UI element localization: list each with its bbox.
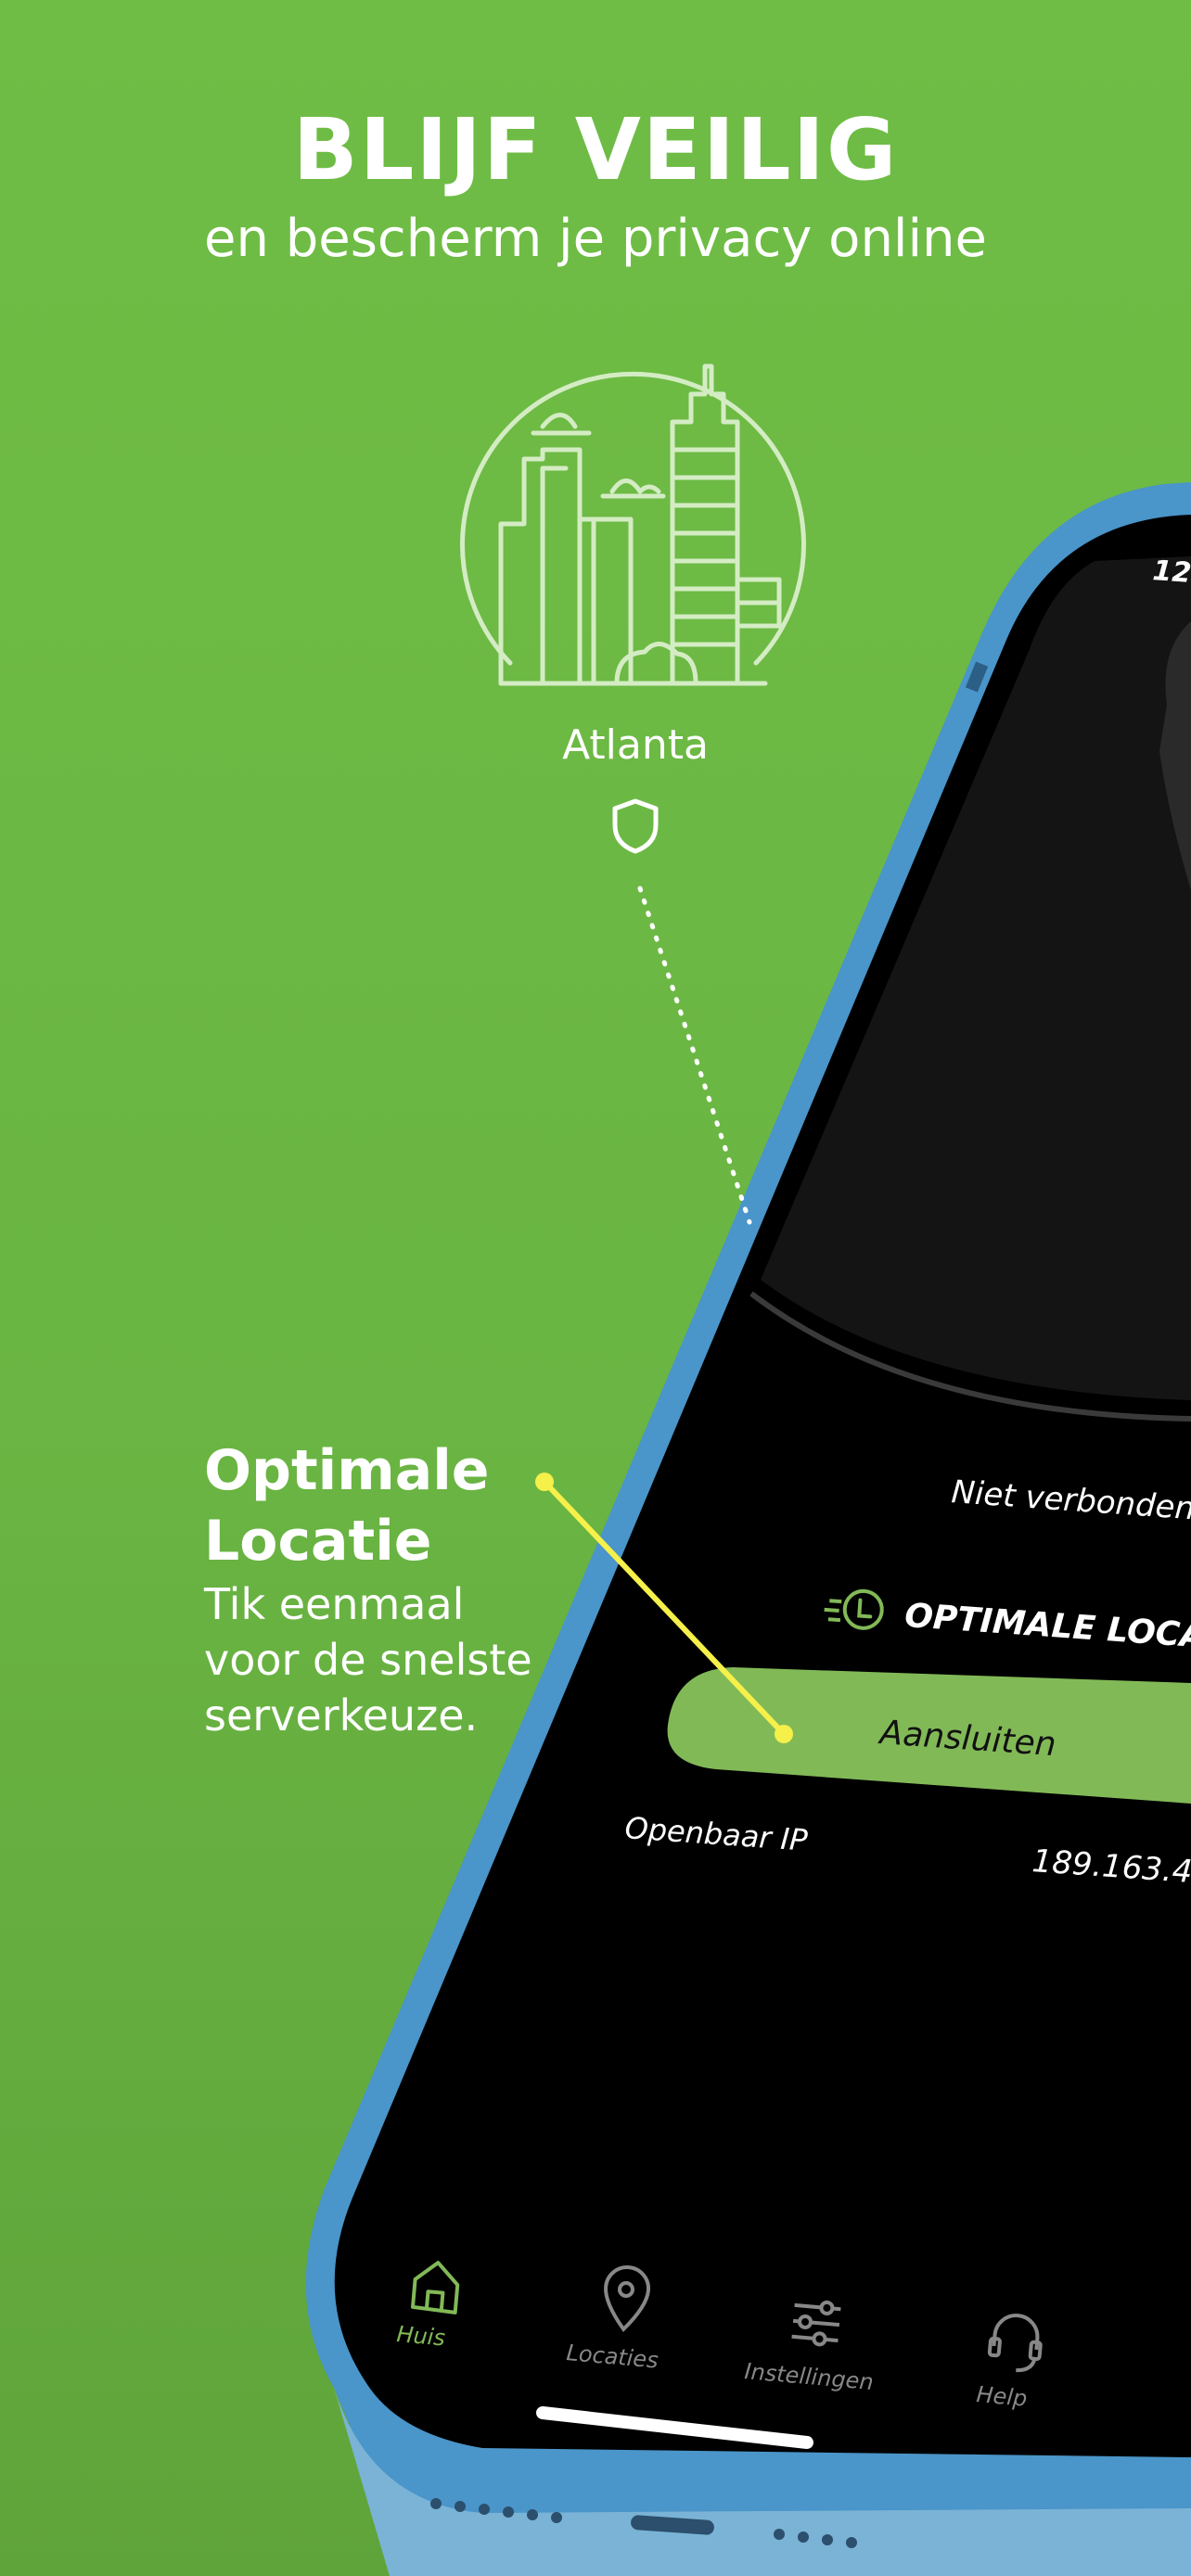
hero-subtitle: en bescherm je privacy online bbox=[204, 209, 987, 269]
hero-title: BLIJF VEILIG bbox=[292, 100, 899, 199]
location-pin-icon bbox=[604, 2265, 650, 2332]
nav-label-help: Help bbox=[975, 2381, 1028, 2412]
city-name: Atlanta bbox=[562, 721, 709, 769]
nav-item-huis[interactable]: Huis bbox=[395, 2261, 460, 2352]
city-skyline-icon bbox=[460, 363, 806, 686]
shield-icon bbox=[612, 798, 659, 854]
sliders-icon bbox=[791, 2300, 841, 2347]
callout-dot-start bbox=[535, 1473, 554, 1491]
nav-item-help[interactable]: Help bbox=[975, 2314, 1043, 2412]
speaker-grille bbox=[430, 2498, 857, 2548]
status-time: 12:4 bbox=[1151, 555, 1191, 592]
callout-title: Optimale Locatie bbox=[204, 1438, 490, 1574]
speed-clock-icon bbox=[824, 1588, 884, 1630]
connect-button[interactable]: Aansluiten bbox=[667, 1667, 1191, 1804]
globe-area bbox=[761, 556, 1191, 1400]
callout-dot-end bbox=[775, 1725, 793, 1743]
phone-bottom-edge bbox=[334, 2388, 1191, 2576]
callout-description: Tik eenmaal voor de snelste serverkeuze. bbox=[204, 1579, 532, 1741]
home-indicator[interactable] bbox=[536, 2406, 813, 2449]
nav-label-huis: Huis bbox=[395, 2321, 446, 2351]
home-icon bbox=[410, 2261, 460, 2315]
headset-icon bbox=[987, 2314, 1043, 2373]
